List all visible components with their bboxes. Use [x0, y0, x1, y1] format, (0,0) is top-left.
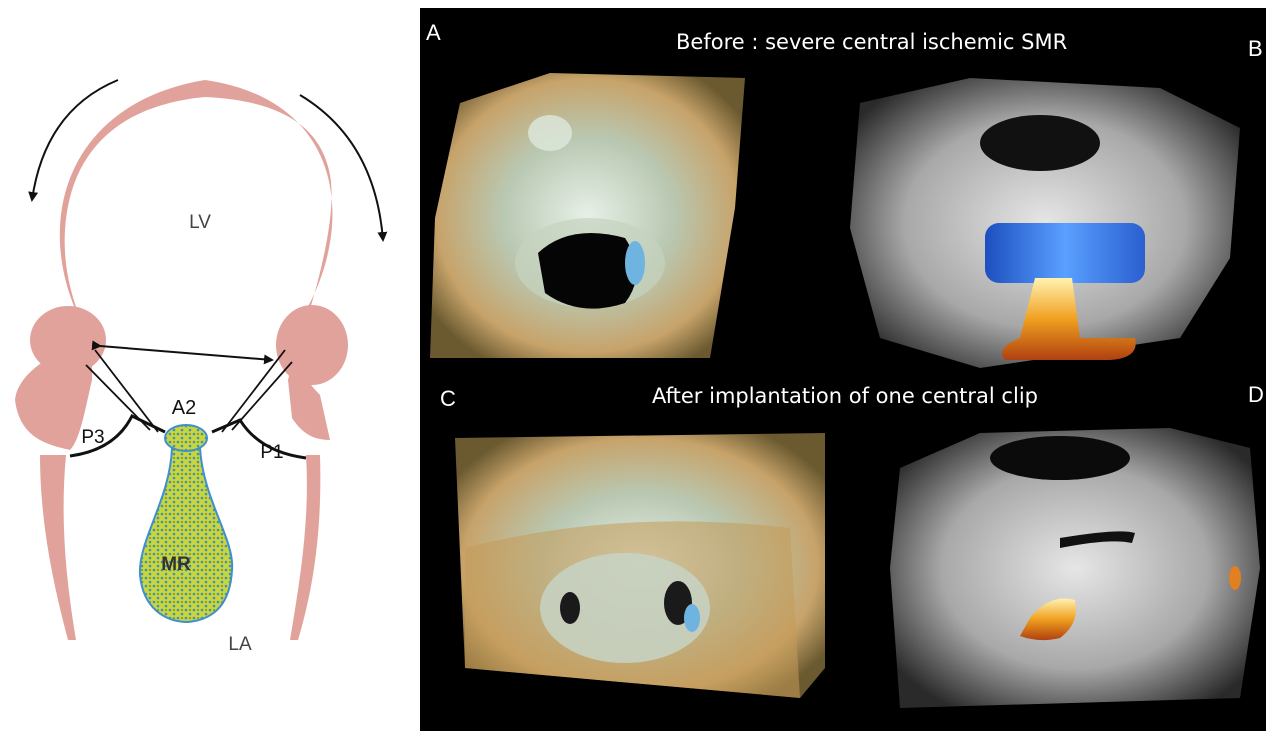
- papillary-right: [276, 305, 348, 385]
- panel-label-b: B: [1248, 36, 1263, 62]
- caption-before: Before : severe central ischemic SMR: [676, 30, 1067, 54]
- a2-label: A2: [172, 397, 196, 419]
- remodel-arrow-left: [32, 80, 118, 200]
- panel-label-c: C: [440, 386, 456, 412]
- annulus-double-arrow: [100, 346, 272, 360]
- chorda: [222, 350, 285, 432]
- echo-image-c: [455, 433, 825, 698]
- flow-convergence-blue: [985, 223, 1145, 283]
- a2-leaflet: [165, 425, 207, 451]
- echo-image-d: [890, 428, 1260, 708]
- echo-image-panel: A B C D Before : severe central ischemic…: [420, 8, 1266, 731]
- p1-label: P1: [260, 442, 283, 463]
- leaflet-p1: [212, 420, 306, 458]
- panel-label-d: D: [1248, 382, 1264, 408]
- la-wall-right: [290, 455, 320, 640]
- caption-after: After implantation of one central clip: [652, 384, 1038, 408]
- mr-label: MR: [161, 554, 191, 575]
- mr-jet: [140, 448, 232, 622]
- echo-image-a: [430, 73, 745, 358]
- chorda: [95, 350, 158, 432]
- p3-label: P3: [81, 427, 104, 448]
- la-label: LA: [228, 634, 252, 655]
- echo-images: [420, 8, 1266, 731]
- remodel-arrow-right: [300, 95, 383, 240]
- mitral-schematic: LV LA A2 P3 P1 MR: [0, 0, 420, 731]
- panel-label-a: A: [426, 20, 441, 46]
- lv-label: LV: [189, 212, 211, 233]
- la-wall-left: [40, 455, 76, 640]
- lv-wall: [15, 80, 332, 450]
- papillary-left: [30, 306, 106, 374]
- echo-image-b: [850, 78, 1240, 368]
